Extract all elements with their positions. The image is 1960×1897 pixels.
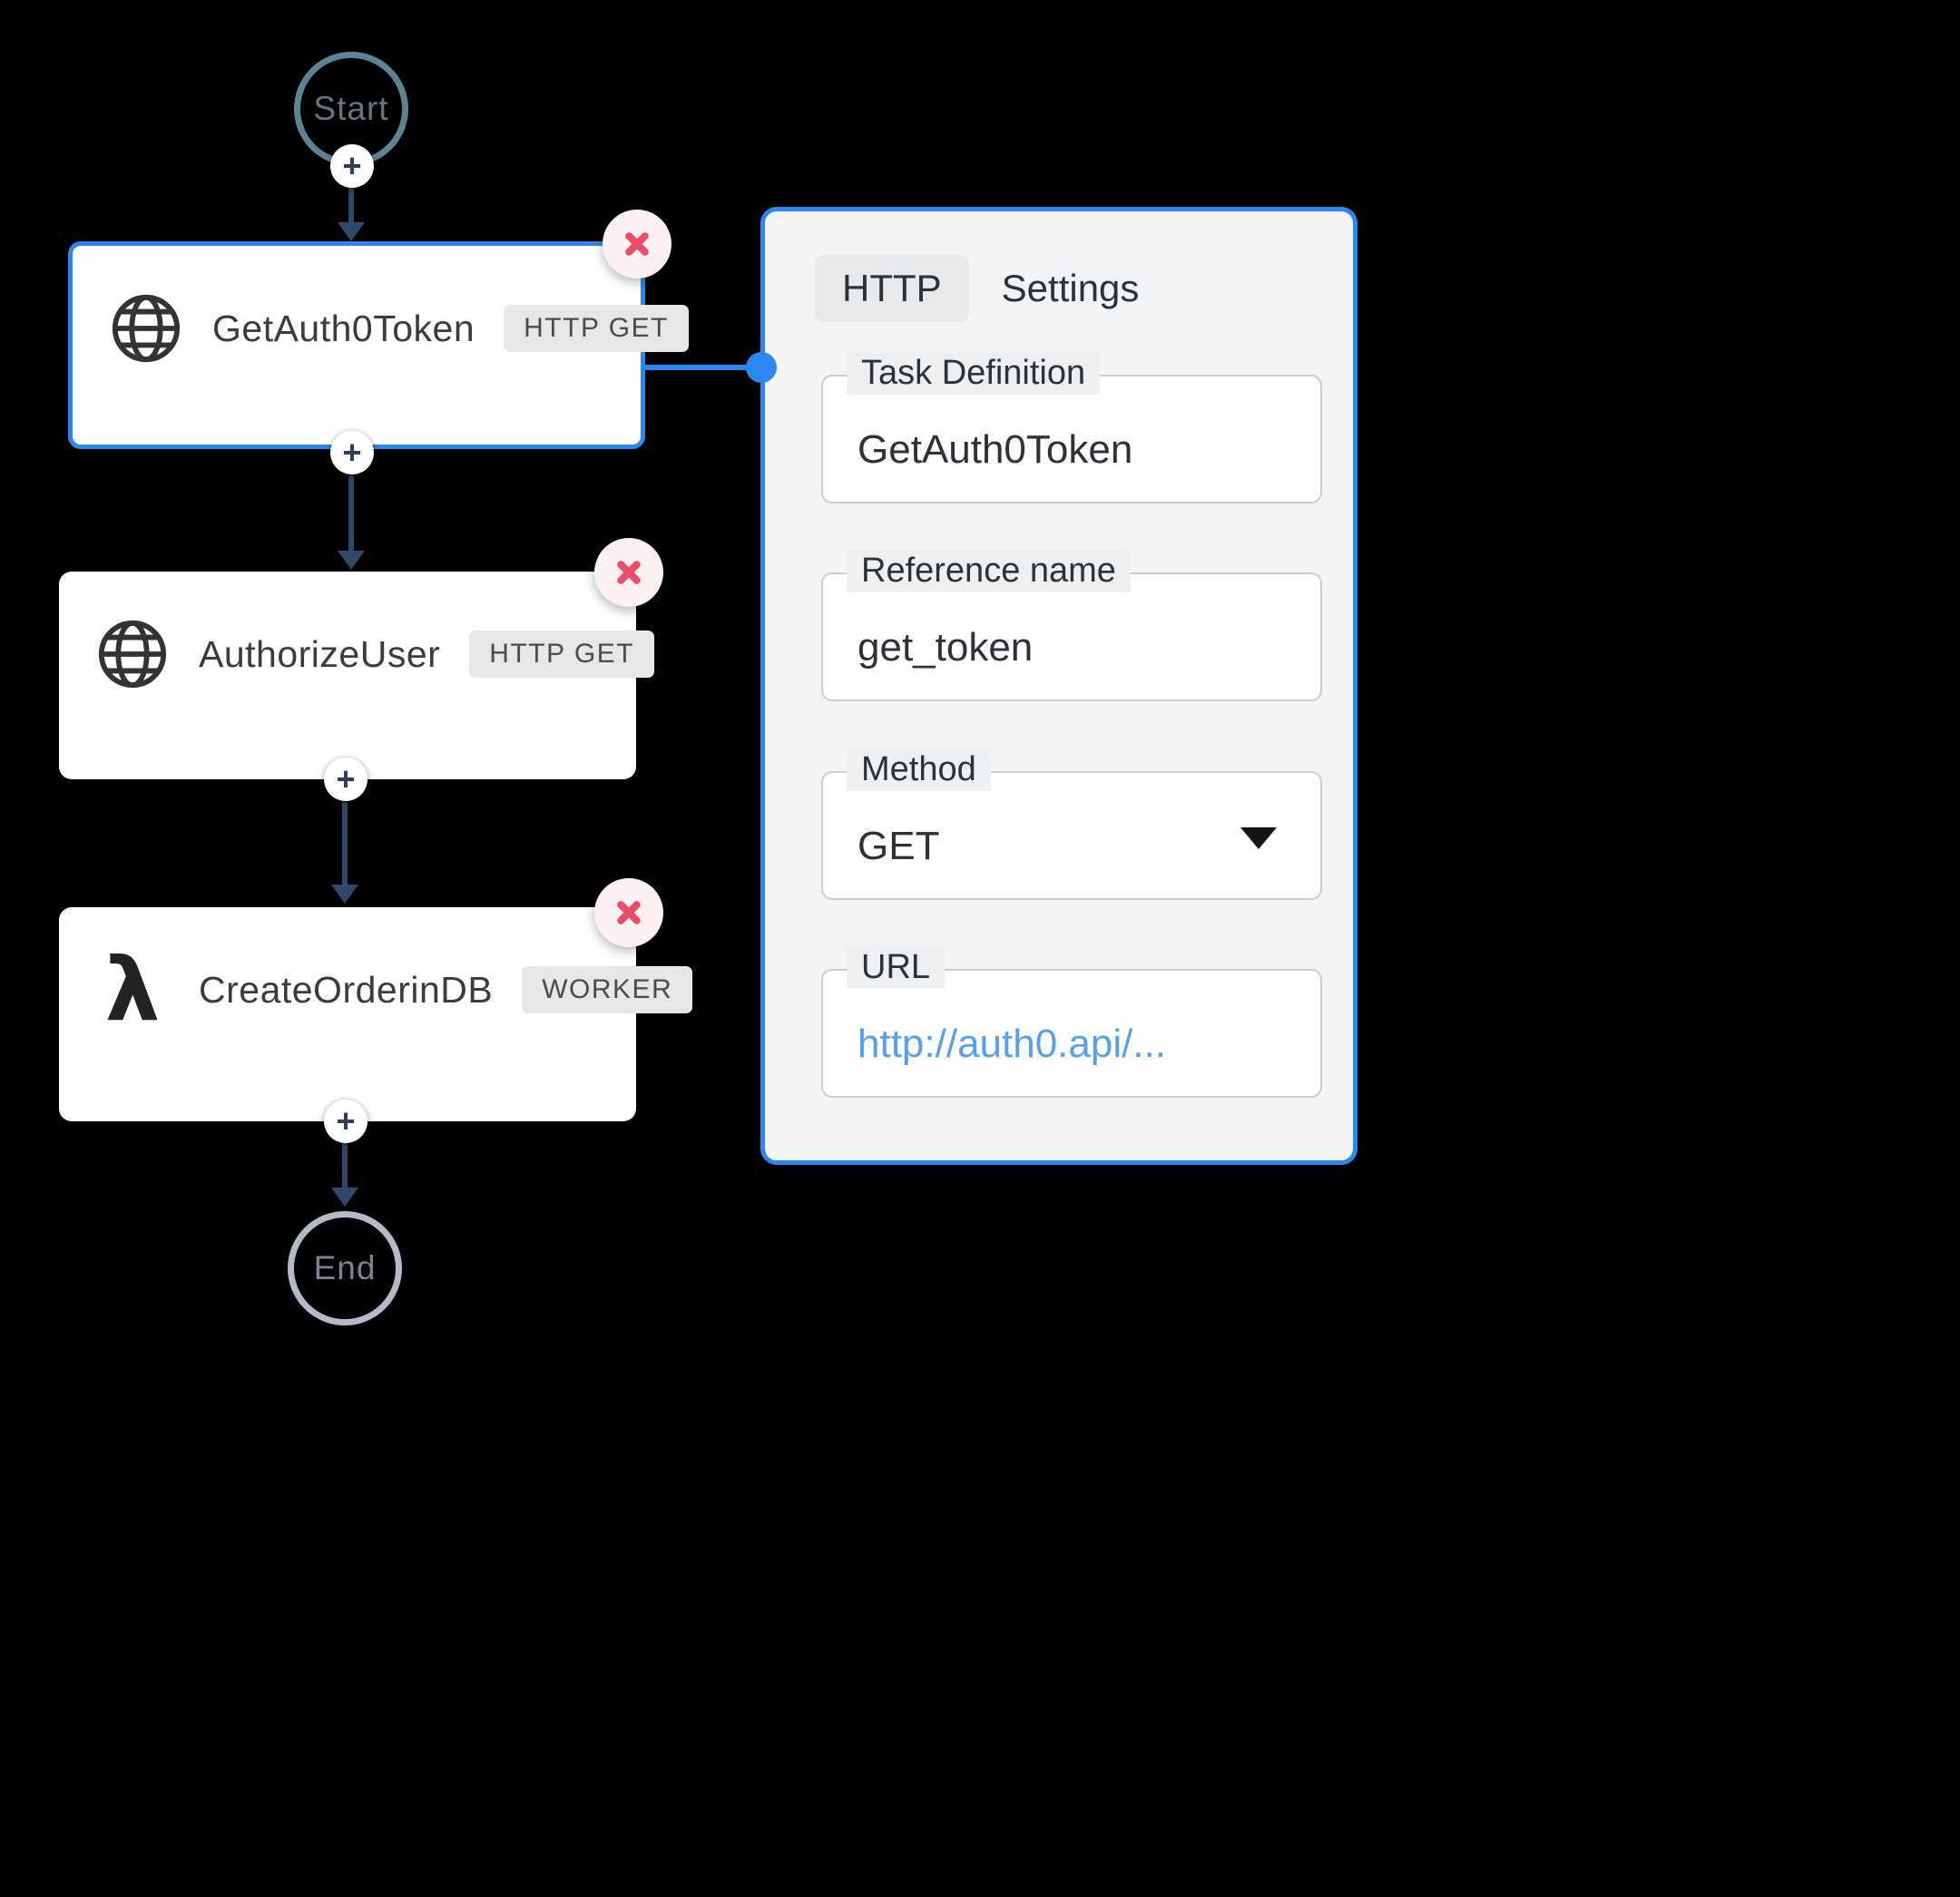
task-type-badge: HTTP GET xyxy=(469,631,655,678)
delete-task-button-2[interactable] xyxy=(594,538,663,607)
url-value: http://auth0.api/... xyxy=(858,1022,1167,1066)
plus-icon: + xyxy=(342,434,362,471)
lambda-icon: λ xyxy=(104,939,161,1041)
connector-arrow-line xyxy=(342,1143,348,1188)
task-card-row: λ CreateOrderinDB WORKER xyxy=(59,907,693,1041)
task-type-badge: HTTP GET xyxy=(504,305,689,352)
method-label: Method xyxy=(847,748,991,791)
connector-arrow-line xyxy=(348,475,354,552)
plus-icon: + xyxy=(342,147,362,184)
chevron-down-icon xyxy=(1240,827,1277,849)
panel-connector-dot xyxy=(746,352,777,383)
task-type-badge: WORKER xyxy=(522,966,693,1013)
plus-icon: + xyxy=(336,1102,356,1139)
delete-icon xyxy=(617,901,641,924)
panel-tabs: HTTP Settings xyxy=(815,255,1146,322)
delete-icon xyxy=(625,232,649,256)
method-select[interactable]: Method GET xyxy=(821,748,1322,900)
task-definition-field[interactable]: Task Definition GetAuth0Token xyxy=(821,352,1322,504)
connector-arrow-head xyxy=(331,885,358,904)
globe-icon xyxy=(109,291,183,366)
globe-icon xyxy=(95,617,170,691)
end-node-label: End xyxy=(313,1249,377,1286)
task-title: AuthorizeUser xyxy=(199,632,441,675)
delete-task-button-1[interactable] xyxy=(603,210,671,279)
url-label: URL xyxy=(847,946,946,989)
plus-icon: + xyxy=(336,760,356,797)
delete-icon xyxy=(617,561,641,584)
tab-http[interactable]: HTTP xyxy=(815,255,969,322)
reference-name-field[interactable]: Reference name get_token xyxy=(821,550,1322,701)
reference-name-label: Reference name xyxy=(847,550,1131,592)
add-task-button-3[interactable]: + xyxy=(324,758,368,801)
task-settings-panel: HTTP Settings Task Definition GetAuth0To… xyxy=(760,207,1357,1165)
connector-arrow-line xyxy=(342,802,348,885)
end-node: End xyxy=(288,1211,402,1325)
method-value: GET xyxy=(858,824,940,868)
task-card-getauth0token[interactable]: GetAuth0Token HTTP GET xyxy=(68,241,689,449)
panel-connector-line xyxy=(645,365,761,370)
task-card-row: AuthorizeUser HTTP GET xyxy=(59,572,655,691)
url-field[interactable]: URL http://auth0.api/... xyxy=(821,946,1322,1098)
add-task-button-2[interactable]: + xyxy=(330,431,374,474)
task-card-createorderindb[interactable]: λ CreateOrderinDB WORKER xyxy=(59,907,693,1121)
add-task-button-1[interactable]: + xyxy=(330,144,374,188)
delete-task-button-3[interactable] xyxy=(594,878,663,947)
task-definition-label: Task Definition xyxy=(847,352,1101,395)
start-node-label: Start xyxy=(313,90,389,127)
connector-arrow-head xyxy=(338,222,365,241)
task-title: CreateOrderinDB xyxy=(199,968,494,1011)
reference-name-value: get_token xyxy=(858,625,1034,670)
task-title: GetAuth0Token xyxy=(212,307,475,349)
add-task-button-4[interactable]: + xyxy=(324,1100,368,1143)
connector-arrow-head xyxy=(338,551,365,570)
task-card-authorizeuser[interactable]: AuthorizeUser HTTP GET xyxy=(59,572,655,779)
connector-arrow-head xyxy=(331,1188,358,1207)
connector-arrow-line xyxy=(348,187,354,223)
task-card-row: GetAuth0Token HTTP GET xyxy=(73,246,689,366)
tab-settings[interactable]: Settings xyxy=(1001,267,1140,309)
task-definition-value: GetAuth0Token xyxy=(858,427,1133,472)
